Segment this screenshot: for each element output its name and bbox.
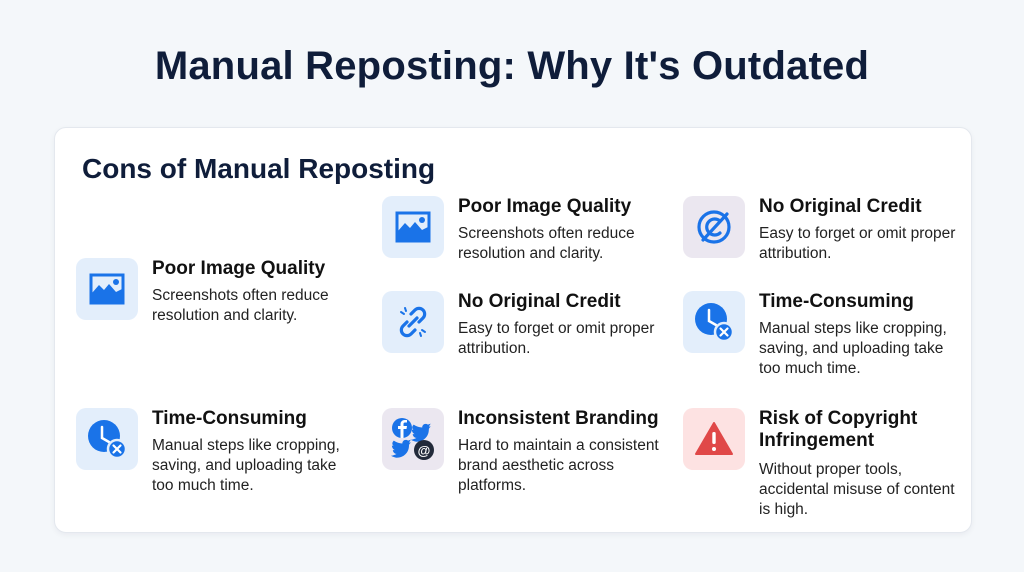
item-title: Risk of Copyright Infringement	[759, 408, 918, 451]
item-desc: Manual steps like cropping, saving, and …	[759, 320, 947, 377]
item-title: Time-Consuming	[152, 408, 307, 429]
facebook-icon	[392, 418, 412, 438]
item-desc: Easy to forget or omit proper attributio…	[759, 225, 956, 262]
item-title: No Original Credit	[458, 291, 621, 312]
section-title: Cons of Manual Reposting	[82, 153, 436, 184]
image-icon	[76, 258, 138, 320]
broken-link-icon	[382, 291, 444, 353]
image-icon	[382, 196, 444, 258]
svg-text:@: @	[418, 443, 431, 458]
clock-x-icon	[76, 408, 138, 470]
threads-icon: @	[414, 440, 434, 460]
item-title: Inconsistent Branding	[458, 408, 659, 429]
item-title: Poor Image Quality	[152, 258, 326, 279]
social-icons: @	[382, 408, 444, 470]
page-title: Manual Reposting: Why It's Outdated	[154, 44, 870, 88]
item-desc: Without proper tools, accidental misuse …	[759, 461, 955, 518]
twitter-icon	[410, 423, 431, 442]
twitter-icon-2	[390, 439, 411, 458]
item-desc: Screenshots often reduce resolution and …	[152, 287, 329, 324]
item-desc: Easy to forget or omit proper attributio…	[458, 320, 655, 357]
item-title: Poor Image Quality	[458, 196, 632, 217]
warning-icon	[683, 408, 745, 470]
item-desc: Screenshots often reduce resolution and …	[458, 225, 635, 262]
clock-x-icon	[683, 291, 745, 353]
item-title: Time-Consuming	[759, 291, 914, 312]
item-desc: Manual steps like cropping, saving, and …	[152, 437, 340, 494]
cons-card	[54, 127, 972, 533]
item-title: No Original Credit	[759, 196, 922, 217]
no-credit-icon	[683, 196, 745, 258]
item-desc: Hard to maintain a consistent brand aest…	[458, 437, 659, 494]
